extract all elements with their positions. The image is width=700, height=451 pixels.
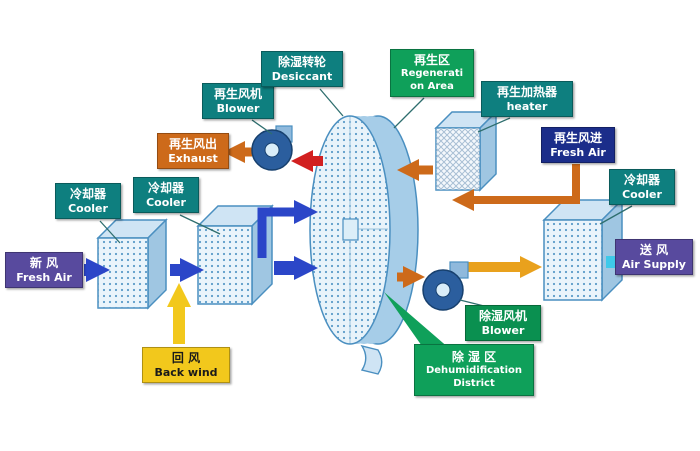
- cooler-left-2-en: Cooler: [146, 195, 186, 209]
- dehumid-district-en1: Dehumidification: [425, 365, 523, 376]
- leader-line-cooler1: [99, 220, 121, 244]
- cooler-unit-1: [96, 218, 168, 310]
- regen-area-en1: Regenerati: [400, 68, 464, 79]
- label-cooler-left-2: 冷却器 Cooler: [133, 177, 199, 213]
- leader-line-regen-area: [393, 97, 425, 129]
- dehumidification-blower-fan: [422, 261, 469, 311]
- regen-area-en2: on Area: [410, 80, 454, 92]
- regeneration-blower-fan: [251, 125, 293, 171]
- regen-exhaust-zh: 再生风出: [168, 136, 217, 151]
- dehumid-blower-en: Blower: [481, 323, 525, 337]
- leader-wedge-dehumid-district: [384, 292, 450, 349]
- cooler-right-zh: 冷却器: [623, 172, 660, 187]
- arrow-regen-fresh-air-path: [452, 164, 580, 211]
- regen-fresh-air-zh: 再生风进: [553, 130, 602, 145]
- air-supply-zh: 送 风: [639, 242, 669, 257]
- wheel-hub: [342, 218, 359, 241]
- regen-heater-zh: 再生加热器: [496, 84, 557, 99]
- leader-line-cooler-right: [599, 205, 633, 225]
- desiccant-wheel-en: Desiccant: [271, 69, 333, 83]
- label-regen-blower: 再生风机 Blower: [202, 83, 274, 119]
- back-wind-zh: 回 风: [171, 350, 201, 365]
- label-dehumid-district: 除 湿 区 Dehumidification District: [414, 344, 534, 396]
- dehumid-district-en2: District: [453, 377, 495, 389]
- desiccant-rotary-wheel: [309, 115, 419, 345]
- regen-fresh-air-en: Fresh Air: [550, 145, 606, 159]
- leader-line-regen-blower: [251, 119, 273, 135]
- fresh-air-in-zh: 新 风: [29, 255, 59, 270]
- cooler-unit-right: [542, 198, 624, 302]
- leader-line-heater: [477, 117, 511, 133]
- label-fresh-air-in: 新 风 Fresh Air: [5, 252, 83, 288]
- label-regen-area: 再生区 Regenerati on Area: [390, 49, 474, 97]
- leader-line-cooler2: [179, 214, 221, 235]
- cooler-left-1-zh: 冷却器: [69, 186, 106, 201]
- desiccant-wheel-zh: 除湿转轮: [277, 54, 326, 69]
- cooler-right-en: Cooler: [622, 187, 662, 201]
- back-wind-en: Back wind: [154, 365, 218, 379]
- regen-exhaust-en: Exhaust: [168, 151, 218, 165]
- arrow-cooler2-to-wheel-upper: [257, 200, 318, 258]
- dehumid-district-zh: 除 湿 区: [451, 350, 497, 364]
- cooler-left-2-zh: 冷却器: [147, 180, 184, 195]
- label-regen-exhaust: 再生风出 Exhaust: [157, 133, 229, 169]
- regen-blower-en: Blower: [216, 101, 260, 115]
- label-regen-fresh-air: 再生风进 Fresh Air: [541, 127, 615, 163]
- label-regen-heater: 再生加热器 heater: [481, 81, 573, 117]
- regen-heater-en: heater: [506, 99, 548, 113]
- dehumid-blower-zh: 除湿风机: [478, 308, 527, 323]
- label-back-wind: 回 风 Back wind: [142, 347, 230, 383]
- regen-blower-zh: 再生风机: [213, 86, 262, 101]
- leader-line-desiccant: [319, 88, 344, 117]
- label-cooler-left-1: 冷却器 Cooler: [55, 183, 121, 219]
- regen-area-zh: 再生区: [413, 53, 450, 67]
- label-dehumid-blower: 除湿风机 Blower: [465, 305, 541, 341]
- air-supply-en: Air Supply: [622, 257, 686, 271]
- fresh-air-in-en: Fresh Air: [16, 270, 72, 284]
- cooler-left-1-en: Cooler: [68, 201, 108, 215]
- label-desiccant-wheel: 除湿转轮 Desiccant: [261, 51, 343, 87]
- wheel-segment-sheet: [360, 344, 383, 375]
- label-air-supply: 送 风 Air Supply: [615, 239, 693, 275]
- label-cooler-right: 冷却器 Cooler: [609, 169, 675, 205]
- regeneration-heater-unit: [434, 110, 498, 192]
